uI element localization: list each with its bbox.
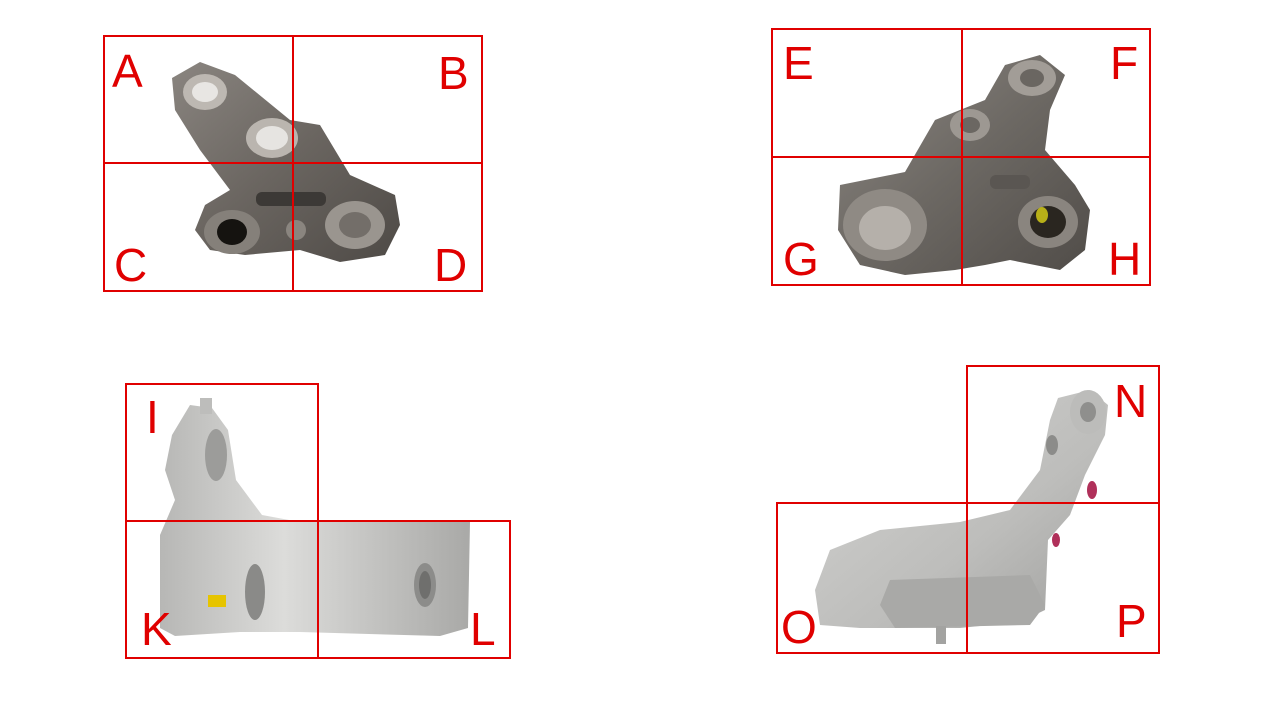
zone-label-g: G bbox=[783, 233, 819, 285]
view-1: A B C D bbox=[0, 0, 640, 360]
grid-cell-d bbox=[292, 162, 483, 292]
machined-bracket-side-photo bbox=[160, 398, 470, 636]
zone-label-d: D bbox=[434, 239, 468, 291]
view-4: N O P bbox=[0, 360, 1280, 720]
cast-bracket-rear-photo bbox=[838, 55, 1090, 275]
grid-cell-l bbox=[317, 520, 511, 659]
grid-cell-h bbox=[961, 156, 1151, 286]
zone-label-f: F bbox=[1110, 37, 1139, 89]
zone-label-p: P bbox=[1116, 595, 1147, 647]
grid-cell-p bbox=[966, 502, 1160, 654]
zone-label-k: K bbox=[141, 603, 172, 655]
zone-label-c: C bbox=[114, 239, 148, 291]
view-2: E F G H bbox=[771, 28, 1151, 286]
zone-label-a: A bbox=[112, 45, 143, 97]
zone-label-o: O bbox=[781, 601, 817, 653]
zone-label-b: B bbox=[438, 47, 469, 99]
zone-label-i: I bbox=[146, 391, 159, 443]
zone-label-n: N bbox=[1114, 375, 1148, 427]
view-3: I K L bbox=[0, 360, 640, 720]
zone-label-l: L bbox=[470, 603, 496, 655]
zone-label-h: H bbox=[1108, 233, 1142, 285]
cast-bracket-photo bbox=[172, 62, 400, 262]
machined-bracket-end-photo bbox=[815, 390, 1108, 644]
zone-label-e: E bbox=[783, 37, 814, 89]
